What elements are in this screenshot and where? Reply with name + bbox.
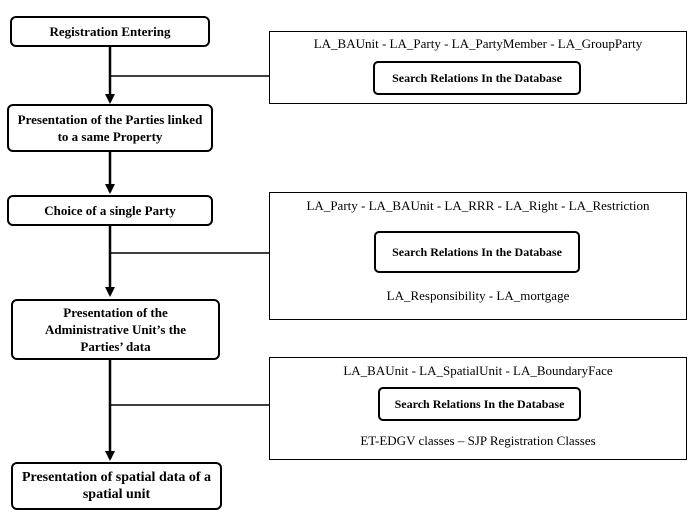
step-presentation-spatial-data: Presentation of spatial data of a spatia… bbox=[11, 462, 222, 510]
relations-panel-2: LA_Party - LA_BAUnit - LA_RRR - LA_Right… bbox=[269, 192, 687, 320]
step-choice-single-party: Choice of a single Party bbox=[7, 195, 213, 226]
step5-label: Presentation of spatial data of a spatia… bbox=[21, 470, 212, 502]
step3-label: Choice of a single Party bbox=[44, 203, 176, 218]
panel3-search-label: Search Relations In the Database bbox=[394, 396, 565, 411]
step-presentation-parties: Presentation of the Parties linked to a … bbox=[7, 104, 213, 152]
panel3-search-box: Search Relations In the Database bbox=[378, 387, 581, 421]
panel2-classes: LA_Party - LA_BAUnit - LA_RRR - LA_Right… bbox=[306, 198, 650, 213]
panel3-extra-classes: ET-EDGV classes – SJP Registration Class… bbox=[360, 433, 596, 448]
relations-panel-3: LA_BAUnit - LA_SpatialUnit - LA_Boundary… bbox=[269, 357, 687, 460]
panel1-classes: LA_BAUnit - LA_Party - LA_PartyMember - … bbox=[313, 36, 643, 51]
step4-label: Presentation of the Administrative Unit’… bbox=[44, 305, 187, 354]
panel1-search-label: Search Relations In the Database bbox=[392, 70, 562, 85]
panel2-extra-classes: LA_Responsibility - LA_mortgage bbox=[386, 288, 570, 303]
relations-panel-1: LA_BAUnit - LA_Party - LA_PartyMember - … bbox=[269, 31, 687, 104]
panel3-classes: LA_BAUnit - LA_SpatialUnit - LA_Boundary… bbox=[343, 363, 613, 378]
step-presentation-admin-unit: Presentation of the Administrative Unit’… bbox=[11, 299, 220, 360]
panel1-search-box: Search Relations In the Database bbox=[373, 61, 581, 95]
step-registration-entering: Registration Entering bbox=[10, 16, 210, 47]
step1-label: Registration Entering bbox=[49, 24, 171, 39]
panel2-search-box: Search Relations In the Database bbox=[374, 231, 580, 273]
step2-label: Presentation of the Parties linked to a … bbox=[17, 112, 203, 144]
panel2-search-label: Search Relations In the Database bbox=[392, 244, 562, 259]
